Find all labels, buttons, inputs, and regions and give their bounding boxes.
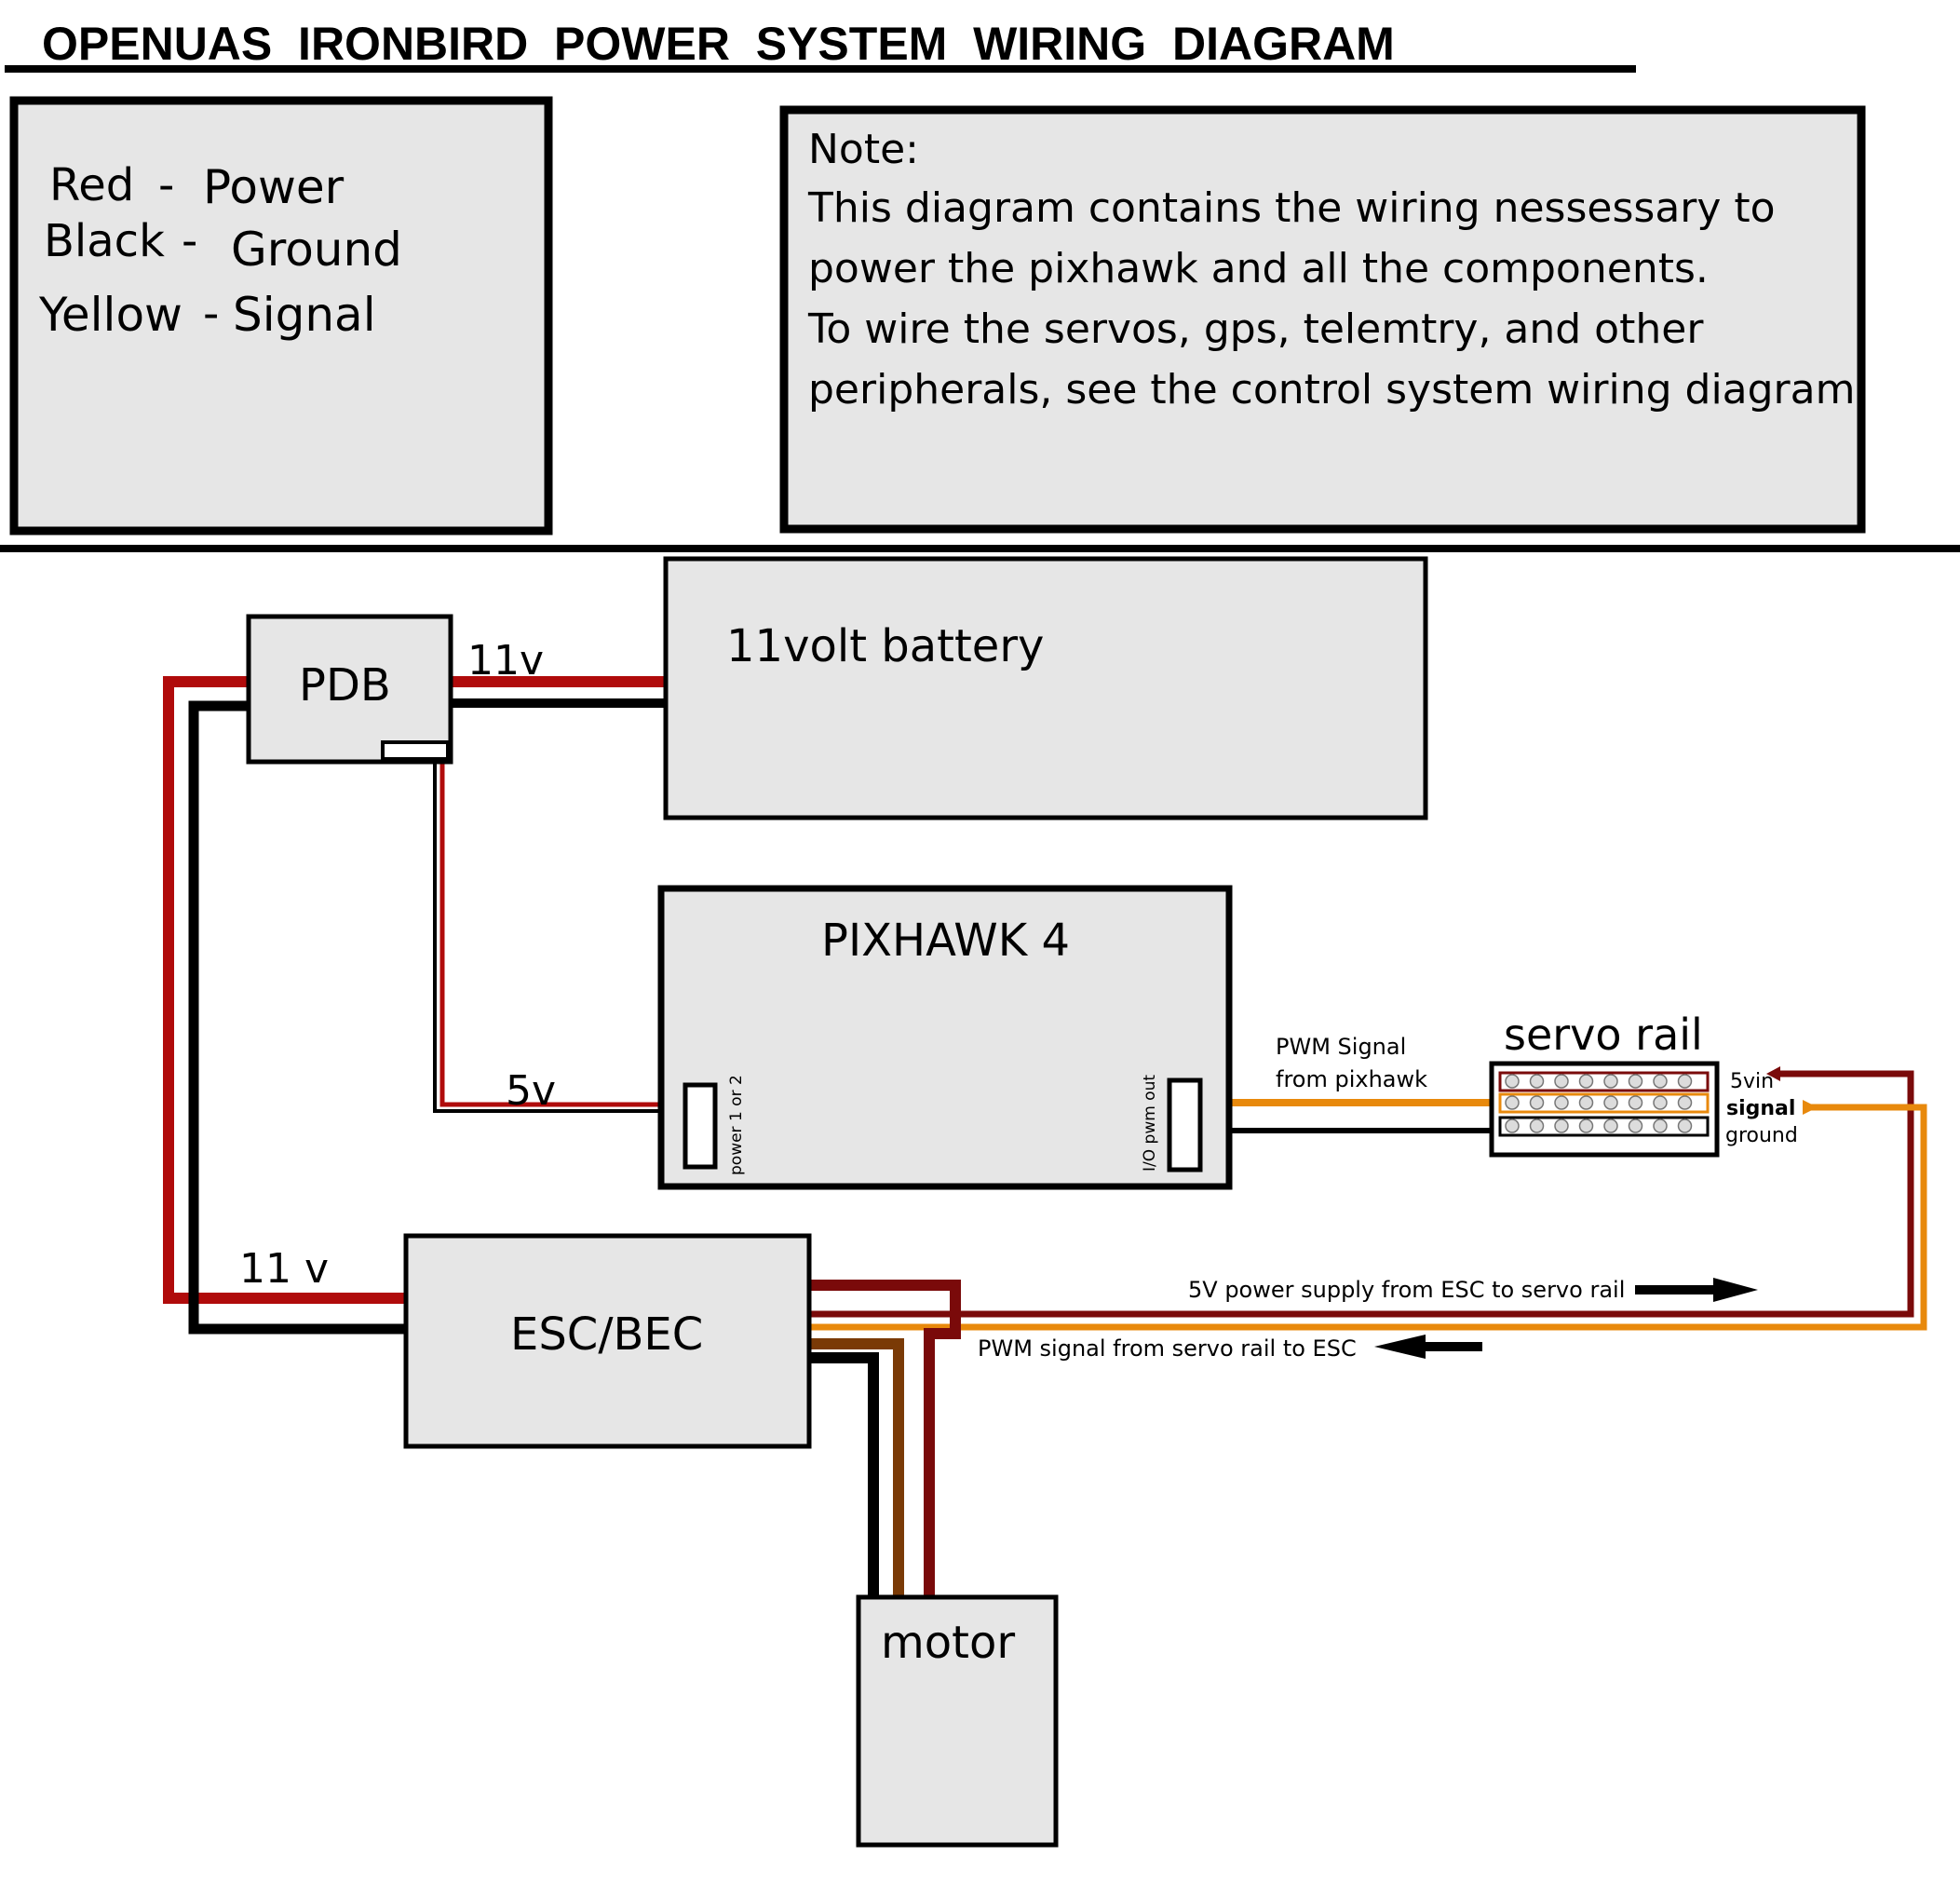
servo-rail-pin (1578, 1074, 1594, 1089)
esc-box (403, 1233, 812, 1449)
note-line: power the pixhawk and all the components… (808, 245, 1709, 292)
servo-rail-pin (1653, 1118, 1668, 1133)
wire-ground-pdb-pixhawk (433, 756, 685, 1113)
servo-rail-pin (1677, 1095, 1693, 1110)
wire-label-pdb-pixhawk: 5v (506, 1067, 556, 1115)
servo-rail-pin (1505, 1074, 1520, 1089)
servo-rail-pin (1529, 1074, 1545, 1089)
legend-meaning-ground: Ground (231, 223, 402, 277)
note-line: Note: (808, 126, 919, 173)
servo-rail-pin (1554, 1095, 1569, 1110)
servo-rail-pin (1554, 1074, 1569, 1089)
wire-motor-phase-b (809, 1338, 904, 1597)
servo-rail-pin (1505, 1095, 1520, 1110)
wire-ground-pdb-esc (188, 700, 406, 1335)
servo-rail-label: servo rail (1504, 1010, 1703, 1060)
arrow-right-icon (1635, 1278, 1758, 1302)
arrowhead-icon (1766, 1066, 1780, 1081)
pixhawk-box (657, 885, 1233, 1190)
pixhawk-power-port-label: power 1 or 2 (727, 1075, 746, 1175)
legend-item-ground: Black - Ground (44, 215, 402, 277)
servo-rail-pin (1603, 1118, 1618, 1133)
battery-component: 11volt battery (663, 556, 1428, 820)
pdb-port (381, 740, 450, 761)
legend-color-red: Red (49, 159, 134, 211)
wire-label-pwm-line1: PWM Signal (1276, 1034, 1406, 1060)
servo-ground-label: ground (1725, 1124, 1798, 1147)
battery-box (663, 556, 1428, 820)
legend-color-black: Black (44, 215, 165, 267)
legend-dash: - (158, 159, 174, 211)
pdb-label: PDB (299, 659, 391, 712)
wire-power-pdb-pixhawk (439, 750, 685, 1107)
wire-power-pdb-esc (163, 676, 406, 1304)
wire-label-pwm-line2: from pixhawk (1276, 1066, 1427, 1092)
diagram-title: OPENUAS IRONBIRD POWER SYSTEM WIRING DIA… (42, 18, 1395, 70)
wire-label-pdb-battery: 11v (467, 637, 544, 684)
servo-rail-pin (1505, 1118, 1520, 1133)
note-box (779, 105, 1866, 534)
servo-rail-pin (1578, 1095, 1594, 1110)
wire-motor-phase-c (809, 1352, 879, 1597)
legend-meaning-power: Power (203, 160, 345, 214)
legend-dash: - (203, 288, 219, 340)
legend-color-yellow: Yellow (38, 288, 182, 342)
servo-rail-pin (1677, 1118, 1693, 1133)
servo-rail-pins (1505, 1074, 1693, 1133)
pixhawk-component: PIXHAWK 4 power 1 or 2 I/O pwm out (657, 885, 1233, 1190)
servo-rail-pin (1603, 1095, 1618, 1110)
servo-rail-pin (1529, 1095, 1545, 1110)
arrow-left-icon (1374, 1335, 1482, 1359)
wire-label-pdb-esc: 11 v (239, 1245, 329, 1293)
servo-rail-pin (1529, 1118, 1545, 1133)
battery-label: 11volt battery (726, 620, 1044, 672)
servo-signal-label: signal (1726, 1097, 1795, 1120)
arrowhead-icon (1803, 1100, 1818, 1115)
note-line: peripherals, see the control system wiri… (808, 366, 1868, 413)
pixhawk-io-port (1167, 1078, 1203, 1172)
motor-component: motor (856, 1594, 1059, 1848)
motor-box (856, 1594, 1059, 1848)
legend-meaning-signal: Signal (233, 288, 376, 342)
servo-5vin-label: 5vin (1730, 1070, 1774, 1093)
legend-box (9, 96, 553, 535)
servo-rail-pin (1628, 1095, 1643, 1110)
pixhawk-power-port (683, 1082, 718, 1170)
servo-rail-pin (1677, 1074, 1693, 1089)
servo-rail-pin (1578, 1118, 1594, 1133)
motor-label: motor (881, 1617, 1015, 1669)
legend-item-power: Red - Power (49, 159, 345, 214)
legend-item-signal: Yellow - Signal (38, 288, 376, 342)
esc-bec-component: ESC/BEC (403, 1233, 812, 1449)
servo-rail-pin (1653, 1074, 1668, 1089)
servo-rail-pin (1628, 1118, 1643, 1133)
servo-rail-pin (1554, 1118, 1569, 1133)
legend-dash: - (182, 215, 197, 267)
servo-rail-component: servo rail (1489, 1010, 1720, 1158)
pdb-component: PDB (246, 614, 453, 765)
wire-label-esc-to-rail: 5V power supply from ESC to servo rail (1188, 1277, 1625, 1303)
pixhawk-io-port-label: I/O pwm out (1141, 1075, 1159, 1172)
wire-label-rail-to-esc: PWM signal from servo rail to ESC (978, 1335, 1357, 1362)
esc-label: ESC/BEC (510, 1308, 703, 1361)
note-line: This diagram contains the wiring nessess… (807, 184, 1776, 232)
note-line: To wire the servos, gps, telemtry, and o… (807, 305, 1704, 353)
servo-rail-pin (1603, 1074, 1618, 1089)
note-text: Note: This diagram contains the wiring n… (807, 126, 1868, 413)
wire-power-esc-rail (809, 1070, 1914, 1318)
servo-rail-pin (1628, 1074, 1643, 1089)
wire-motor-phase-a (809, 1280, 961, 1597)
pdb-box (246, 614, 453, 765)
pixhawk-label: PIXHAWK 4 (821, 915, 1070, 967)
wire-signal-esc-rail (809, 1104, 1927, 1331)
servo-rail-pin (1653, 1095, 1668, 1110)
